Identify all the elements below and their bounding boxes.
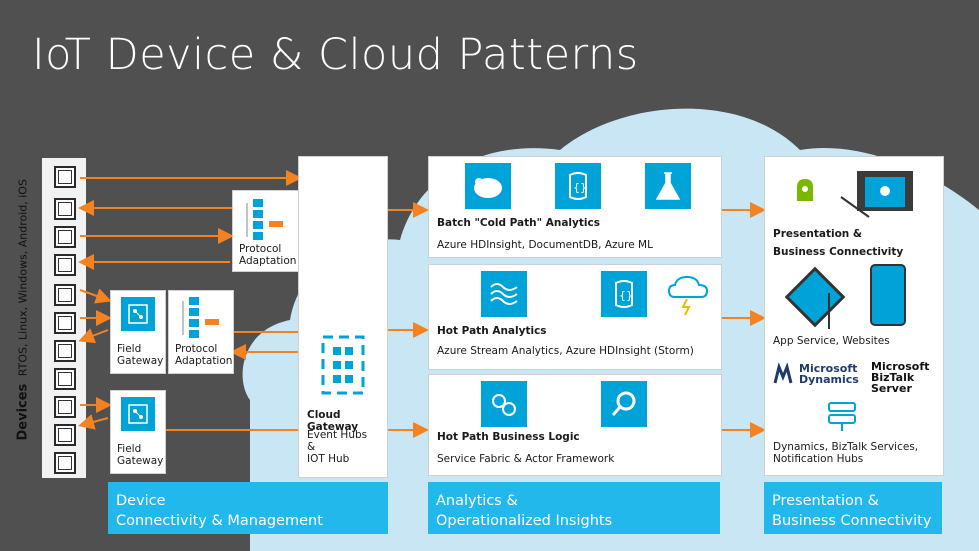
device-icon — [54, 340, 76, 362]
storm-icon — [667, 275, 709, 316]
hot-path-business-panel: Hot Path Business Logic Service Fabric &… — [428, 374, 722, 476]
field-gateway-2-line1: Field — [117, 443, 142, 455]
svg-text:{}: {} — [619, 289, 633, 302]
ms-dynamics-logo: Microsoft Dynamics — [773, 363, 859, 385]
protocol-adaptation-top-line2: Adaptation — [239, 255, 297, 267]
service-fabric-icon — [481, 381, 527, 427]
field-gateway-1-panel: Field Gateway — [110, 290, 166, 374]
field-gateway-2-line2: Gateway — [117, 455, 164, 467]
hot-path-analytics-panel: {} Hot Path Analytics Azure Stream Analy… — [428, 264, 722, 370]
protocol-adaptation-top-panel: Protocol Adaptation — [232, 190, 300, 272]
devices-label-bold: Devices — [15, 383, 31, 441]
presentation-services: Dynamics, BizTalk Services, Notification… — [773, 441, 918, 465]
search-icon — [601, 381, 647, 427]
presentation-title-line2: Business Connectivity — [773, 246, 904, 258]
documentdb-icon: {} — [601, 271, 647, 317]
ms-dynamics-line1: Microsoft — [799, 362, 858, 375]
devices-icon — [785, 264, 906, 329]
hierarchy-icon — [246, 199, 283, 240]
hot-path-analytics-subtitle: Azure Stream Analytics, Azure HDInsight … — [437, 345, 694, 357]
cloud-gateway-subtitle: Event Hubs & IOT Hub — [307, 429, 367, 465]
presentation-bar-line1: Presentation & — [772, 493, 879, 509]
presentation-bar-line2: Business Connectivity — [772, 513, 932, 529]
hierarchy-icon — [182, 297, 219, 338]
presentation-services-line1: Dynamics, BizTalk Services, — [773, 441, 919, 453]
circuit-icon — [121, 297, 155, 331]
presentation-title: Presentation & Business Connectivity — [773, 225, 903, 261]
device-icon — [54, 198, 76, 220]
ms-biztalk-line1: Microsoft — [871, 360, 930, 373]
machine-learning-icon — [645, 163, 691, 209]
ms-dynamics-line2: Dynamics — [799, 373, 859, 386]
cloud-gateway-sub-line2: & — [307, 441, 316, 453]
device-bar-line1: Device — [116, 493, 166, 509]
devices-label: Devices RTOS, Linux, Windows, Android, i… — [15, 179, 31, 441]
field-gateway-2-panel: Field Gateway — [110, 390, 166, 474]
stream-analytics-icon — [481, 271, 527, 317]
device-icon — [54, 452, 76, 474]
presentation-bar: Presentation & Business Connectivity — [764, 482, 942, 534]
protocol-adaptation-top-label: Protocol Adaptation — [239, 243, 296, 267]
hot-path-business-title: Hot Path Business Logic — [437, 431, 580, 443]
protocol-adaptation-mid-line1: Protocol — [175, 343, 218, 355]
protocol-adaptation-mid-panel: Protocol Adaptation — [168, 290, 234, 374]
cloud-gateway-sub-line3: IOT Hub — [307, 453, 350, 465]
field-gateway-1-line1: Field — [117, 343, 142, 355]
page-title: IoT Device & Cloud Patterns — [32, 30, 639, 80]
cloud-gateway-title: Cloud Gateway — [307, 409, 359, 433]
device-icon — [54, 396, 76, 418]
presentation-panel: Presentation & Business Connectivity App… — [764, 156, 944, 476]
analytics-bar: Analytics & Operationalized Insights — [428, 482, 720, 534]
hot-path-business-subtitle: Service Fabric & Actor Framework — [437, 453, 615, 465]
devices-label-platforms: RTOS, Linux, Windows, Android, iOS — [16, 179, 30, 377]
cloud-gateway-panel: Cloud Gateway Event Hubs & IOT Hub — [298, 156, 388, 478]
ms-biztalk-line2: BizTalk — [871, 371, 915, 384]
protocol-adaptation-mid-line2: Adaptation — [175, 355, 233, 367]
analytics-bar-line1: Analytics & — [436, 493, 518, 509]
documentdb-icon: {} — [555, 163, 601, 209]
field-gateway-1-label: Field Gateway — [117, 343, 163, 367]
ms-biztalk-line3: Server — [871, 382, 912, 395]
hot-path-analytics-title: Hot Path Analytics — [437, 325, 547, 337]
device-icon — [54, 166, 76, 188]
dynamics-icon — [773, 363, 793, 384]
laptop-user-icon — [797, 171, 913, 218]
hdinsight-icon — [465, 163, 511, 209]
notification-hub-icon — [828, 402, 856, 431]
field-gateway-2-label: Field Gateway — [117, 443, 163, 467]
ms-biztalk-logo: Microsoft BizTalk Server — [871, 361, 929, 394]
presentation-services-line2: Notification Hubs — [773, 453, 864, 465]
batch-analytics-title: Batch "Cold Path" Analytics — [437, 217, 600, 229]
device-icon — [54, 312, 76, 334]
device-icon — [54, 254, 76, 276]
cloud-gateway-sub-line1: Event Hubs — [307, 429, 368, 441]
svg-text:{}: {} — [573, 181, 587, 194]
event-hub-icon — [321, 335, 365, 395]
circuit-icon — [121, 397, 155, 431]
protocol-adaptation-top-line1: Protocol — [239, 243, 282, 255]
field-gateway-1-line2: Gateway — [117, 355, 164, 367]
presentation-title-line1: Presentation & — [773, 228, 863, 240]
device-icon — [54, 424, 76, 446]
app-service-label: App Service, Websites — [773, 335, 890, 347]
batch-analytics-panel: {} Batch "Cold Path" Analytics Azure HDI… — [428, 156, 722, 258]
device-icon — [54, 368, 76, 390]
device-icon — [54, 284, 76, 306]
batch-analytics-subtitle: Azure HDInsight, DocumentDB, Azure ML — [437, 239, 653, 251]
analytics-bar-line2: Operationalized Insights — [436, 513, 613, 529]
device-icon — [54, 226, 76, 248]
device-bar-line2: Connectivity & Management — [116, 513, 323, 529]
protocol-adaptation-mid-label: Protocol Adaptation — [175, 343, 232, 367]
device-connectivity-bar: Device Connectivity & Management — [108, 482, 388, 534]
